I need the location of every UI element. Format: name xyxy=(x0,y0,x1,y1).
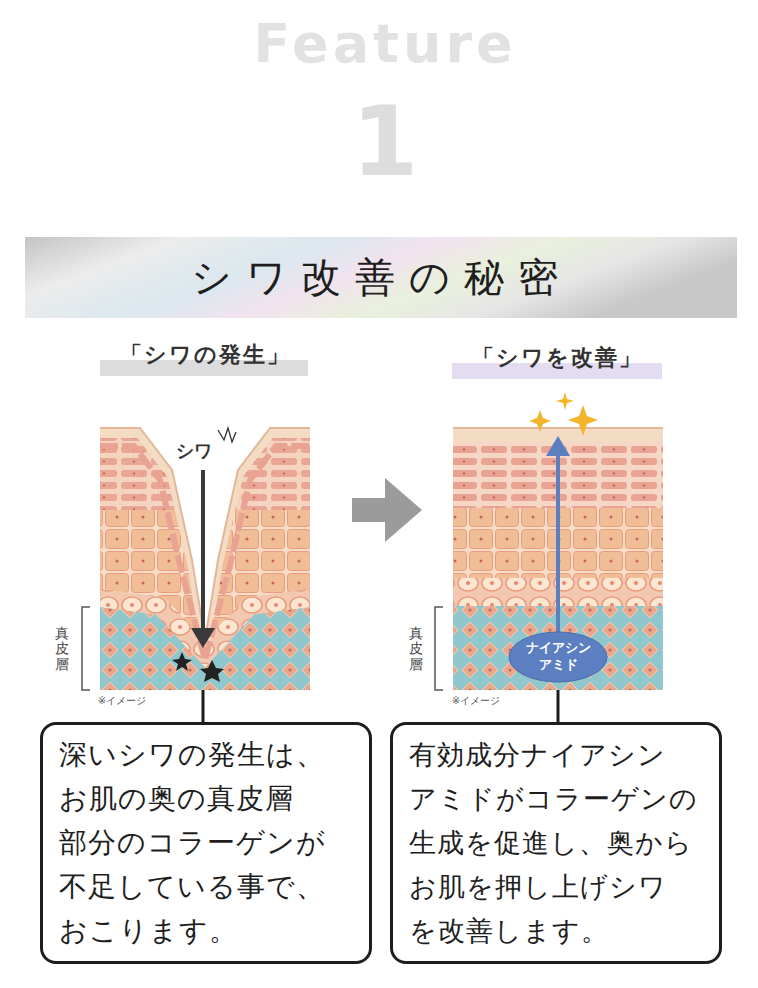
crack-mark xyxy=(218,428,236,442)
sparkle xyxy=(529,410,551,432)
title: シワ改善の秘密 xyxy=(191,250,572,305)
section-label: 「シワの発生」 xyxy=(120,342,291,367)
bracket xyxy=(82,607,90,690)
explanation-box: 深いシワの発生は、 お肌の奥の真皮層 部分のコラーゲンが 不足している事で、 お… xyxy=(40,722,372,964)
transition-arrow xyxy=(352,478,422,542)
leader-line xyxy=(557,690,560,722)
feature-number: 1 xyxy=(352,87,419,197)
wrinkle-arrow xyxy=(201,470,205,632)
sparkle xyxy=(568,405,598,436)
lift-arrow xyxy=(556,452,560,632)
section-label: 「シワを改善」 xyxy=(472,345,643,370)
title-band-text-holder: シワ改善の秘密 xyxy=(25,237,737,318)
arrow-head xyxy=(191,628,215,648)
oval-shape xyxy=(509,632,607,682)
star-mark xyxy=(200,660,224,682)
title-band xyxy=(25,237,737,318)
bracket xyxy=(435,607,443,690)
layer-label: 真皮層 xyxy=(409,626,423,672)
explanation-box: 有効成分ナイアシン アミドがコラーゲンの 生成を促進し、奥から お肌を押し上げシ… xyxy=(390,722,722,964)
node-text: ナイアシン アミド xyxy=(523,640,593,674)
image-note: ※イメージ xyxy=(98,695,146,707)
ingredient-oval: ナイアシン アミド xyxy=(508,631,608,683)
node-text: 深いシワの発生は、 お肌の奥の真皮層 部分のコラーゲンが 不足している事で、 お… xyxy=(59,733,355,953)
star-mark xyxy=(172,652,192,671)
wrinkled-skin xyxy=(100,420,310,690)
leader-line xyxy=(202,690,205,722)
image-note: ※イメージ xyxy=(452,695,500,707)
wrinkle-label: シワ xyxy=(176,441,212,462)
feature-heading: Feature xyxy=(253,13,516,75)
layer-label: 真皮層 xyxy=(55,626,69,672)
arrow-head xyxy=(546,436,570,456)
improved-skin xyxy=(453,428,663,690)
skin-surface xyxy=(100,428,310,640)
sparkle xyxy=(556,392,574,410)
node-text: 有効成分ナイアシン アミドがコラーゲンの 生成を促進し、奥から お肌を押し上げシ… xyxy=(409,733,705,953)
